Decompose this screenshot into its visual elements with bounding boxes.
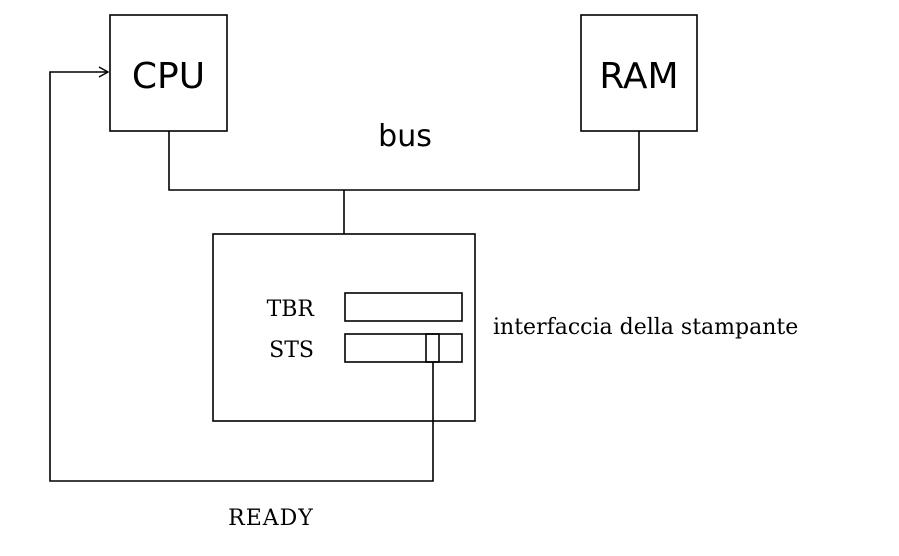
ram-block: RAM: [580, 14, 698, 132]
cpu-label: CPU: [132, 56, 205, 97]
sts-label: STS: [269, 338, 314, 363]
printer-interface-box: [212, 233, 476, 422]
ready-bit: [425, 333, 440, 363]
tbr-label: TBR: [267, 297, 316, 322]
printer-interface-block: TBR STS: [212, 233, 476, 422]
ready-label: READY: [228, 506, 314, 531]
interface-label: interfaccia della stampante: [493, 315, 798, 340]
sts-register: [344, 333, 463, 363]
bus-line: [168, 131, 640, 191]
tbr-register: [344, 292, 463, 322]
ready-signal-line: [49, 66, 434, 482]
bus-label: bus: [378, 119, 432, 154]
ram-label: RAM: [599, 56, 678, 97]
cpu-block: CPU: [109, 14, 228, 132]
